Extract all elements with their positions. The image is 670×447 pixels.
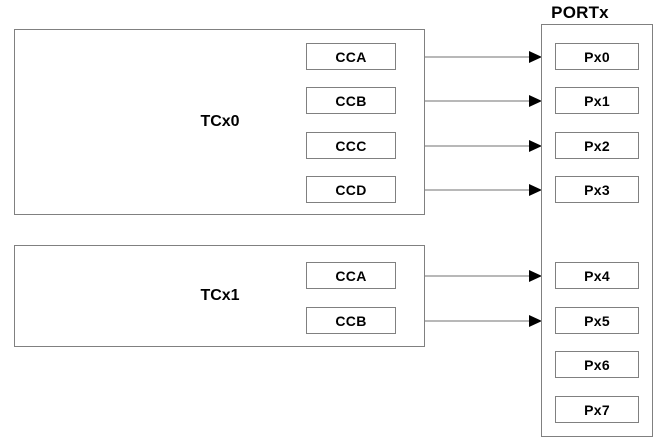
port-pin-px2: Px2	[555, 132, 639, 159]
compare-channel-tcx0-ccd: CCD	[306, 176, 396, 203]
port-pin-px6: Px6	[555, 351, 639, 378]
compare-channel-tcx1-ccb: CCB	[306, 307, 396, 334]
block-tcx0-label: TCx0	[200, 113, 240, 130]
block-tcx1-label: TCx1	[200, 287, 240, 304]
port-pin-px5: Px5	[555, 307, 639, 334]
arrow-head-icon	[529, 95, 542, 107]
port-pin-px1: Px1	[555, 87, 639, 114]
port-pin-px0: Px0	[555, 43, 639, 70]
port-pin-px3: Px3	[555, 176, 639, 203]
compare-channel-tcx1-cca: CCA	[306, 262, 396, 289]
arrow-head-icon	[529, 270, 542, 282]
compare-channel-tcx0-cca: CCA	[306, 43, 396, 70]
compare-channel-tcx0-ccb: CCB	[306, 87, 396, 114]
port-pin-px4: Px4	[555, 262, 639, 289]
portx-title: PORTx	[551, 3, 609, 22]
port-pin-px7: Px7	[555, 396, 639, 423]
arrow-head-icon	[529, 140, 542, 152]
compare-channel-tcx0-ccc: CCC	[306, 132, 396, 159]
arrow-head-icon	[529, 315, 542, 327]
arrow-head-icon	[529, 184, 542, 196]
arrow-head-icon	[529, 51, 542, 63]
